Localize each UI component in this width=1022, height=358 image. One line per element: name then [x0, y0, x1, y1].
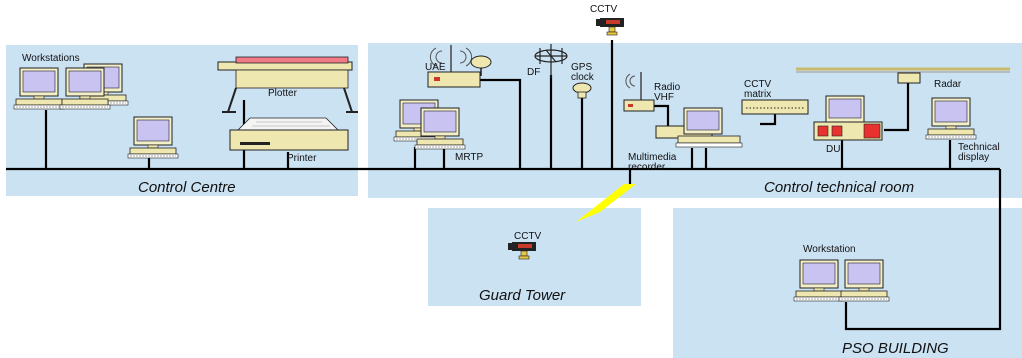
- label-mrtp: MRTP: [455, 152, 483, 163]
- zone-title-pso-building: PSO BUILDING: [842, 340, 949, 357]
- zone-title-control-centre: Control Centre: [138, 179, 236, 196]
- label-plotter: Plotter: [268, 88, 297, 99]
- label-df: DF: [527, 67, 540, 78]
- cctv-camera-icon: [508, 242, 536, 259]
- du-rack-icon: [814, 96, 882, 140]
- printer-icon: [230, 118, 348, 150]
- label-cctv-matrix-line2: matrix: [744, 89, 771, 100]
- label-workstations: Workstations: [22, 53, 80, 64]
- label-du: DU: [826, 144, 840, 155]
- workstations-icon: [14, 64, 128, 109]
- radar-antenna-icon: [796, 69, 1010, 83]
- pso-workstation-icon: [794, 260, 889, 301]
- label-cctv-top: CCTV: [590, 4, 617, 15]
- label-cctv-guard: CCTV: [514, 231, 541, 242]
- gps-antenna-icon: [573, 83, 591, 98]
- cctv-matrix-icon: [742, 100, 808, 114]
- label-gps-line2: clock: [571, 72, 594, 83]
- label-technical-line2: display: [958, 152, 989, 163]
- mrtp-workstations-icon: [394, 100, 465, 149]
- wireless-link: [576, 184, 636, 222]
- label-printer: Printer: [287, 153, 316, 164]
- radio-icon: [624, 72, 654, 111]
- label-radio-line2: VHF: [654, 92, 674, 103]
- label-radar: Radar: [934, 79, 961, 90]
- cctv-camera-icon: [596, 18, 624, 35]
- plotter-icon: [218, 57, 358, 112]
- zone-title-guard-tower: Guard Tower: [479, 287, 565, 304]
- label-multimedia-line2: recorder: [628, 162, 665, 173]
- zone-title-control-technical-room: Control technical room: [764, 179, 914, 196]
- label-workstation-pso: Workstation: [803, 244, 856, 255]
- workstation-icon: [128, 117, 178, 158]
- label-uae: UAE: [425, 62, 446, 73]
- technical-display-icon: [926, 98, 976, 139]
